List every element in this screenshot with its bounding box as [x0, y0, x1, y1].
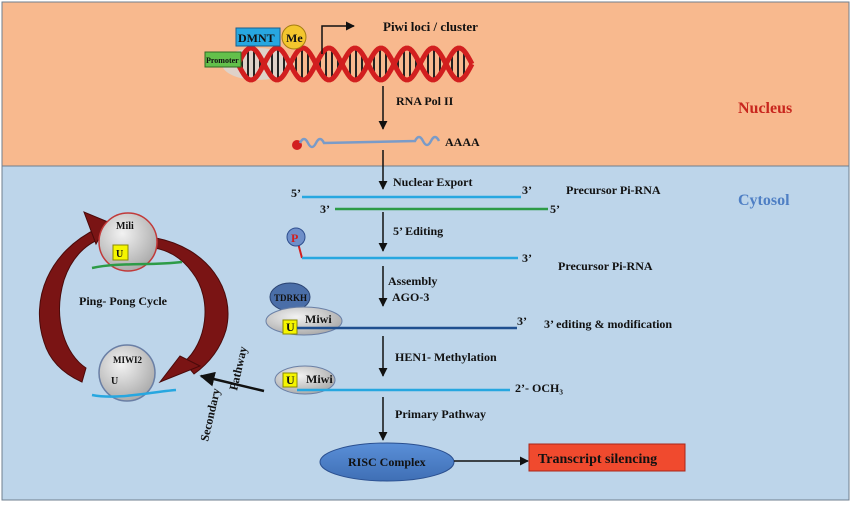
nucleus-label: Nucleus	[738, 100, 792, 117]
editing-label: 5’ Editing	[393, 224, 443, 238]
methyl-group	[281, 24, 307, 50]
mili-rna	[91, 260, 183, 270]
risc-label: RISC Complex	[348, 455, 426, 469]
rna-pol-label: RNA Pol II	[396, 94, 454, 108]
miwi2-rna	[91, 388, 177, 398]
primary-label: Primary Pathway	[395, 407, 486, 421]
nucleus-region	[1, 1, 850, 167]
assembled-3-prime: 3’	[517, 314, 527, 328]
methyl-label: Me	[286, 31, 303, 45]
poly-a-tail: AAAA	[445, 135, 480, 149]
top-3-prime: 3’	[522, 183, 532, 197]
miwi-label-2: Miwi	[306, 372, 333, 386]
uridine-label-1: U	[286, 320, 295, 334]
edited-3-prime: 3’	[522, 251, 532, 265]
mili-uridine-box	[112, 244, 129, 261]
bottom-3-prime: 3’	[320, 202, 330, 216]
precursor-label-1: Precursor Pi-RNA	[566, 183, 661, 197]
miwi2-uridine-label: U	[111, 376, 118, 387]
bottom-5-prime: 5’	[550, 202, 560, 216]
transcript-silencing-label: Transcript silencing	[538, 452, 657, 467]
export-label: Nuclear Export	[393, 175, 472, 189]
och3-label: 2’- OCH₃	[515, 381, 563, 395]
transcript-silencing-box	[528, 443, 686, 472]
miwi2-protein	[98, 344, 156, 402]
risc-complex	[319, 442, 455, 482]
ping-pong-title: Ping- Pong Cycle	[79, 294, 168, 308]
precursor-label-2: Precursor Pi-RNA	[558, 259, 653, 273]
promoter-label: Promoter	[206, 56, 239, 65]
modification-label: 3’ editing & modification	[544, 317, 672, 331]
phosphate-group	[286, 227, 306, 247]
tdrkh-label: TDRKH	[274, 293, 307, 303]
dna-helix	[222, 45, 475, 83]
methylation-label: HEN1- Methylation	[395, 350, 497, 364]
transcription-start-arrow	[321, 21, 355, 54]
dmnt-label: DMNT	[238, 31, 275, 45]
cytosol-label: Cytosol	[738, 192, 790, 209]
secondary-arrow	[199, 371, 265, 393]
miwi-label-1: Miwi	[305, 312, 332, 326]
mili-label: Mili	[116, 221, 134, 232]
promoter-box	[204, 51, 242, 68]
piwi-loci-label: Piwi loci / cluster	[383, 19, 478, 34]
miwi2-label: MIWI2	[113, 355, 142, 365]
ping-pong-arrows	[38, 211, 229, 384]
assembly-label: Assembly	[388, 274, 437, 288]
primary-transcript	[292, 135, 441, 150]
uridine-box-2	[282, 372, 298, 388]
phosphate-label: P	[291, 231, 298, 245]
dmnt-box	[235, 27, 281, 47]
mili-uridine-label: U	[116, 249, 123, 260]
uridine-label-2: U	[286, 373, 295, 387]
ago3-label: AGO-3	[392, 290, 429, 304]
top-5-prime: 5’	[291, 186, 301, 200]
